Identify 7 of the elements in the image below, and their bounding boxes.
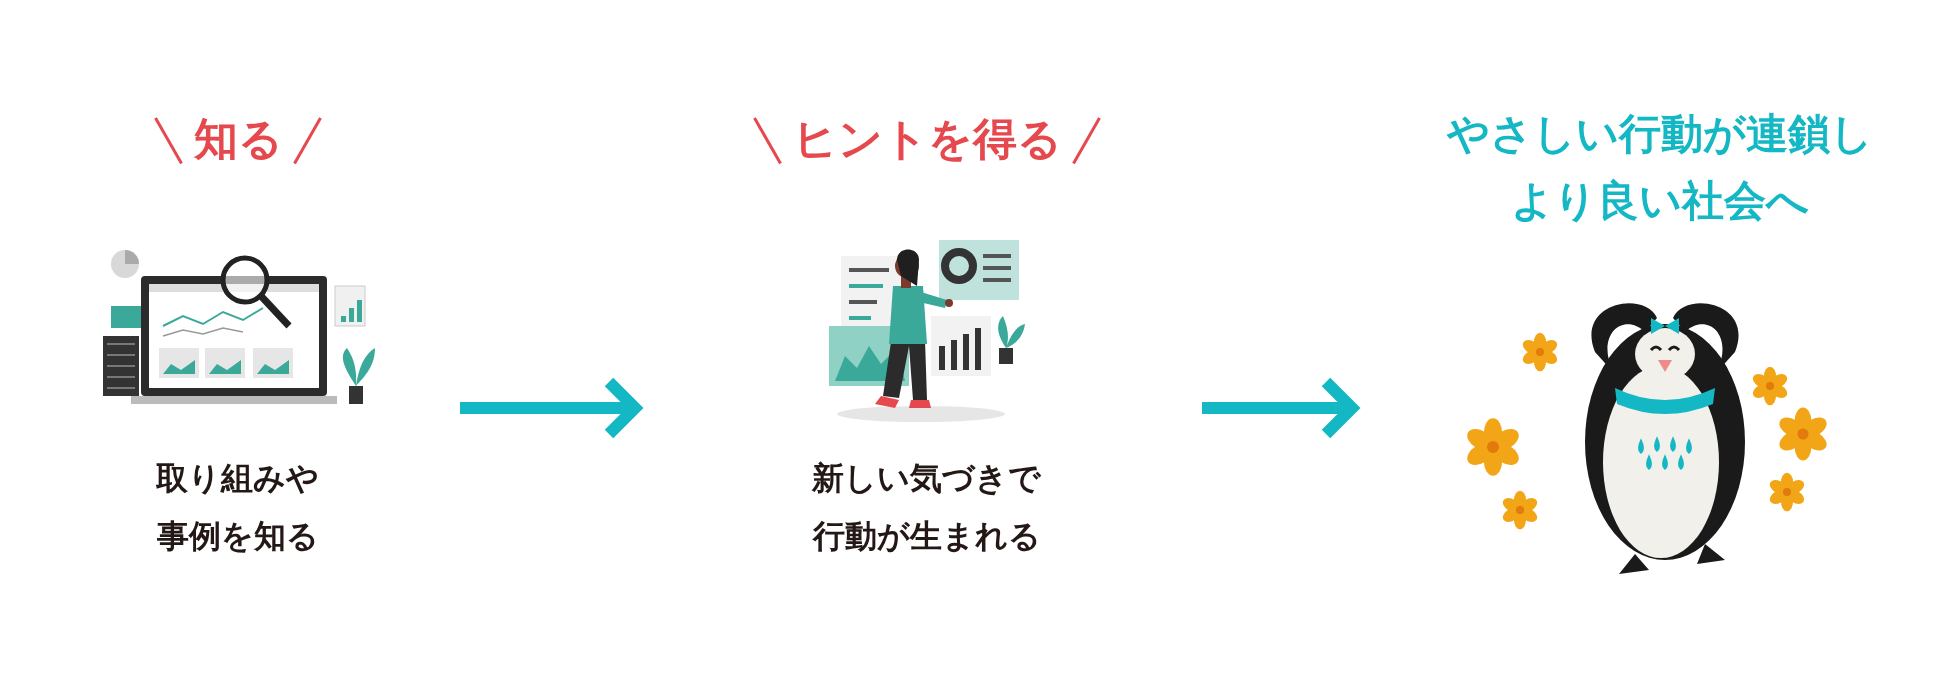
step-heading: ヒントを得る: [792, 112, 1062, 166]
step-description: 新しい気づきで行動が生まれる: [811, 458, 1043, 557]
step-heading: やさしい行動が連鎖しより良い社会へ: [1445, 108, 1874, 228]
arrow: [1202, 376, 1358, 440]
step-heading: 知る: [193, 112, 283, 166]
arrow: [460, 376, 641, 440]
step-description: 取り組みや事例を知る: [155, 458, 321, 557]
